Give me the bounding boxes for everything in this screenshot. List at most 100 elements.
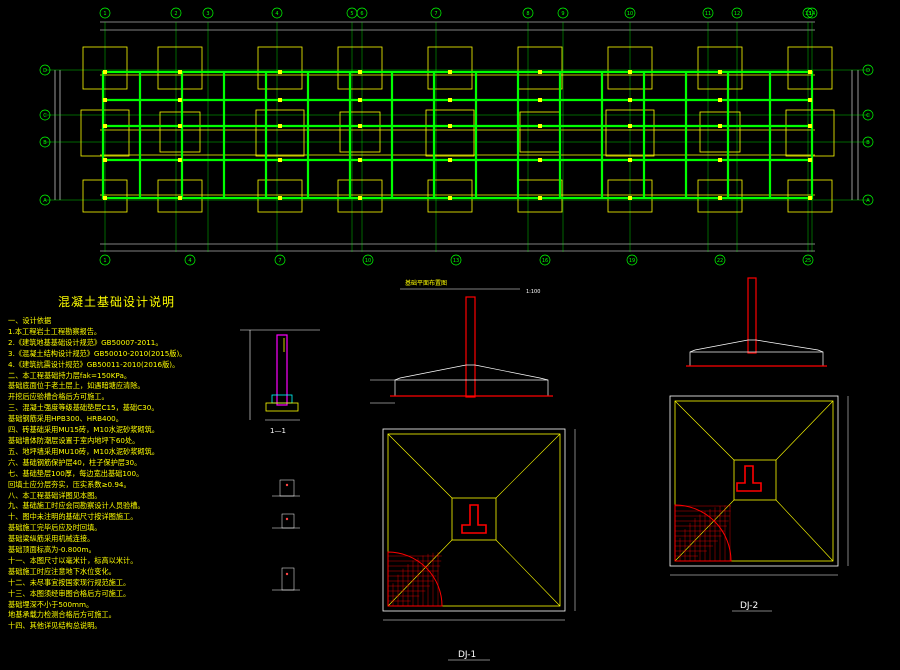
note-line: 基础顶面标高为-0.800m。 bbox=[8, 545, 96, 555]
svg-text:13: 13 bbox=[805, 11, 811, 17]
svg-text:D: D bbox=[43, 68, 47, 74]
note-line: 基础墙体防潮层设置于室内地坪下60处。 bbox=[8, 435, 140, 445]
axis-bubble: 10 bbox=[624, 7, 636, 19]
svg-text:1: 1 bbox=[103, 11, 106, 17]
section-1-1-label: 1—1 bbox=[270, 427, 286, 435]
axis-bubble: 5 bbox=[346, 7, 358, 19]
scale-label: 1:100 bbox=[526, 289, 540, 295]
note-line: 十四、其他详见结构总说明。 bbox=[8, 621, 102, 631]
axis-bubble: 6 bbox=[356, 7, 368, 19]
svg-text:19: 19 bbox=[629, 258, 635, 264]
svg-text:12: 12 bbox=[734, 11, 740, 17]
notes-title: 混凝土基础设计说明 bbox=[58, 295, 176, 309]
svg-text:8: 8 bbox=[526, 11, 529, 17]
note-line: 十、图中未注明的基础尺寸按详图施工。 bbox=[8, 512, 138, 522]
svg-text:B: B bbox=[866, 140, 870, 146]
svg-text:2: 2 bbox=[174, 11, 177, 17]
note-line: 十二、未尽事宜按国家现行规范施工。 bbox=[8, 577, 131, 587]
svg-text:5: 5 bbox=[350, 11, 353, 17]
note-line: 基础施工完毕后应及时回填。 bbox=[8, 523, 102, 533]
svg-text:3: 3 bbox=[206, 11, 209, 17]
note-line: 七、基础垫层100厚，每边宽出基础100。 bbox=[8, 468, 144, 478]
note-line: 开挖后应验槽合格后方可施工。 bbox=[8, 392, 109, 402]
axis-bubble: D bbox=[862, 64, 874, 76]
axis-bubble: 1 bbox=[99, 7, 111, 19]
svg-text:D: D bbox=[866, 68, 870, 74]
section-1-1: 1—1 bbox=[240, 329, 320, 591]
svg-text:9: 9 bbox=[561, 11, 564, 17]
note-line: 2.《建筑地基基础设计规范》GB50007-2011。 bbox=[8, 337, 163, 347]
note-line: 回填土应分层夯实，压实系数≥0.94。 bbox=[8, 479, 131, 489]
axis-bubble: 13 bbox=[802, 7, 814, 19]
svg-text:B: B bbox=[43, 140, 47, 146]
axis-bubble: 11 bbox=[702, 7, 714, 19]
svg-text:7: 7 bbox=[278, 258, 281, 264]
axis-bubble: 7 bbox=[430, 7, 442, 19]
dj-1-detail: 基础平面布置图 1:100 DJ-1 bbox=[370, 279, 576, 661]
svg-text:6: 6 bbox=[360, 11, 363, 17]
svg-text:C: C bbox=[43, 113, 47, 119]
note-line: 四、砖基础采用MU15砖，M10水泥砂浆砌筑。 bbox=[8, 425, 159, 435]
note-line: 基础梁纵筋采用机械连接。 bbox=[8, 534, 95, 544]
note-line: 八、本工程基础详图见本图。 bbox=[8, 490, 102, 500]
note-line: 4.《建筑抗震设计规范》GB50011-2010(2016版)。 bbox=[8, 359, 180, 369]
note-line: 基础埋深不小于500mm。 bbox=[8, 599, 94, 609]
note-line: 基础施工时应注意地下水位变化。 bbox=[8, 566, 116, 576]
axis-bubble: 12 bbox=[731, 7, 743, 19]
svg-text:4: 4 bbox=[275, 11, 278, 17]
svg-text:A: A bbox=[866, 198, 870, 204]
axis-bubble: 25 bbox=[802, 254, 814, 266]
axis-bubble: C bbox=[39, 109, 51, 121]
svg-text:22: 22 bbox=[717, 258, 723, 264]
axis-bubble: 8 bbox=[522, 7, 534, 19]
svg-text:14: 14 bbox=[809, 11, 815, 17]
dj-1-label: DJ-1 bbox=[458, 650, 476, 660]
axis-bubble: 4 bbox=[184, 254, 196, 266]
note-line: 十三、本图须经审图合格后方可施工。 bbox=[8, 588, 131, 598]
svg-text:4: 4 bbox=[188, 258, 191, 264]
svg-text:11: 11 bbox=[705, 11, 711, 17]
axis-bubble: 2 bbox=[170, 7, 182, 19]
note-line: 基础底面位于老土层上，如遇暗塘应清除。 bbox=[8, 381, 145, 391]
note-line: 五、地坪墙采用MU10砖，M10水泥砂浆砌筑。 bbox=[8, 446, 159, 456]
axis-bubble: 10 bbox=[362, 254, 374, 266]
note-line: 3.《混凝土结构设计规范》GB50010-2010(2015版)。 bbox=[8, 348, 187, 358]
axis-bubble: 7 bbox=[274, 254, 286, 266]
axis-bubble: C bbox=[862, 109, 874, 121]
note-line: 六、基础钢筋保护层40，柱子保护层30。 bbox=[8, 457, 142, 467]
axis-bubble: 13 bbox=[450, 254, 462, 266]
svg-text:1: 1 bbox=[103, 258, 106, 264]
design-notes: 一、设计依据 1.本工程岩土工程勘察报告。 2.《建筑地基基础设计规范》GB50… bbox=[8, 316, 230, 632]
axis-bubble: 16 bbox=[539, 254, 551, 266]
axis-bubble: B bbox=[862, 136, 874, 148]
axis-bubble: B bbox=[39, 136, 51, 148]
axis-bubble: 9 bbox=[557, 7, 569, 19]
axis-bubble: A bbox=[862, 194, 874, 206]
svg-text:25: 25 bbox=[805, 258, 811, 264]
dj-1-section-title: 基础平面布置图 bbox=[405, 279, 447, 287]
axis-bubble: 19 bbox=[626, 254, 638, 266]
note-line: 二、本工程基础持力层fak=150KPa。 bbox=[8, 370, 132, 380]
svg-text:C: C bbox=[866, 113, 870, 119]
dj-2-detail: DJ-2 bbox=[669, 277, 849, 612]
note-line: 基础钢筋采用HPB300、HRB400。 bbox=[8, 414, 123, 424]
axis-bubble: A bbox=[39, 194, 51, 206]
svg-text:7: 7 bbox=[434, 11, 437, 17]
axis-bubble: 22 bbox=[714, 254, 726, 266]
svg-text:16: 16 bbox=[542, 258, 548, 264]
dj-2-label: DJ-2 bbox=[740, 601, 758, 611]
note-line: 1.本工程岩土工程勘察报告。 bbox=[8, 326, 102, 336]
axis-bubble: 3 bbox=[202, 7, 214, 19]
note-line: 三、混凝土强度等级基础垫层C15，基础C30。 bbox=[8, 403, 159, 413]
axis-bubble: D bbox=[39, 64, 51, 76]
axis-bubble: 14 bbox=[806, 7, 818, 19]
note-line: 十一、本图尺寸以毫米计，标高以米计。 bbox=[8, 555, 138, 565]
note-line: 九、基础施工时应会同勘察设计人员验槽。 bbox=[8, 501, 145, 511]
axis-bubble: 4 bbox=[271, 7, 283, 19]
note-line: 地基承载力检测合格后方可施工。 bbox=[8, 610, 116, 620]
note-line: 一、设计依据 bbox=[8, 316, 52, 325]
svg-text:13: 13 bbox=[453, 258, 459, 264]
axis-bubble: 1 bbox=[99, 254, 111, 266]
